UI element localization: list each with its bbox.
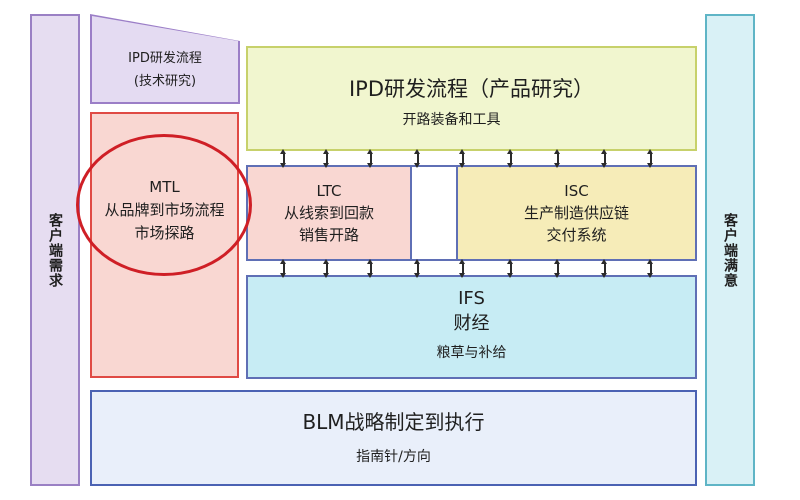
double-arrow-icon xyxy=(601,259,607,278)
ifs-role: 粮草与补给 xyxy=(436,345,507,361)
double-arrow-icon xyxy=(367,149,373,168)
double-arrow-icon xyxy=(414,259,420,278)
blm-subtitle: 指南针/方向 xyxy=(356,449,431,465)
customer-demand-label: 客户端需求 xyxy=(47,212,63,288)
ipd-product-subtitle: 开路装备和工具 xyxy=(402,111,501,128)
isc-description: 生产制造供应链 xyxy=(523,204,629,222)
ipd-product-research-box: IPD研发流程（产品研究） 开路装备和工具 xyxy=(246,46,697,151)
ipd-tech-subtitle: (技术研究) xyxy=(133,74,197,89)
ifs-description: 财经 xyxy=(453,313,490,334)
isc-title: ISC xyxy=(564,182,589,200)
double-arrow-icon xyxy=(459,259,465,278)
double-arrow-icon xyxy=(507,149,513,168)
double-arrow-icon xyxy=(280,259,286,278)
ltc-description: 从线索到回款 xyxy=(283,204,374,222)
ifs-title: IFS xyxy=(458,288,485,309)
blm-title: BLM战略制定到执行 xyxy=(302,410,485,434)
double-arrow-icon xyxy=(601,149,607,168)
double-arrow-icon xyxy=(507,259,513,278)
ifs-box: IFS 财经 粮草与补给 xyxy=(246,275,697,379)
blm-box: BLM战略制定到执行 指南针/方向 xyxy=(90,390,697,486)
ipd-tech-title: IPD研发流程 xyxy=(128,51,202,66)
double-arrow-icon xyxy=(414,149,420,168)
customer-satisfaction-pillar: 客户端满意 xyxy=(705,14,755,486)
customer-satisfaction-label: 客户端满意 xyxy=(722,212,738,288)
double-arrow-icon xyxy=(280,149,286,168)
isc-role: 交付系统 xyxy=(546,226,607,244)
double-arrow-icon xyxy=(323,149,329,168)
ltc-box: LTC 从线索到回款 销售开路 xyxy=(246,165,412,261)
double-arrow-icon xyxy=(647,259,653,278)
double-arrow-icon xyxy=(323,259,329,278)
ipd-product-title: IPD研发流程（产品研究） xyxy=(348,76,595,101)
ltc-isc-gap xyxy=(412,165,457,261)
double-arrow-icon xyxy=(367,259,373,278)
ltc-role: 销售开路 xyxy=(298,226,359,244)
ltc-title: LTC xyxy=(316,182,342,200)
mtl-highlight-ellipse xyxy=(76,134,252,276)
isc-box: ISC 生产制造供应链 交付系统 xyxy=(456,165,697,261)
double-arrow-icon xyxy=(647,149,653,168)
customer-demand-pillar: 客户端需求 xyxy=(30,14,80,486)
ipd-tech-research-box: IPD研发流程 (技术研究) xyxy=(90,14,240,104)
double-arrow-icon xyxy=(554,149,560,168)
double-arrow-icon xyxy=(459,149,465,168)
double-arrow-icon xyxy=(554,259,560,278)
